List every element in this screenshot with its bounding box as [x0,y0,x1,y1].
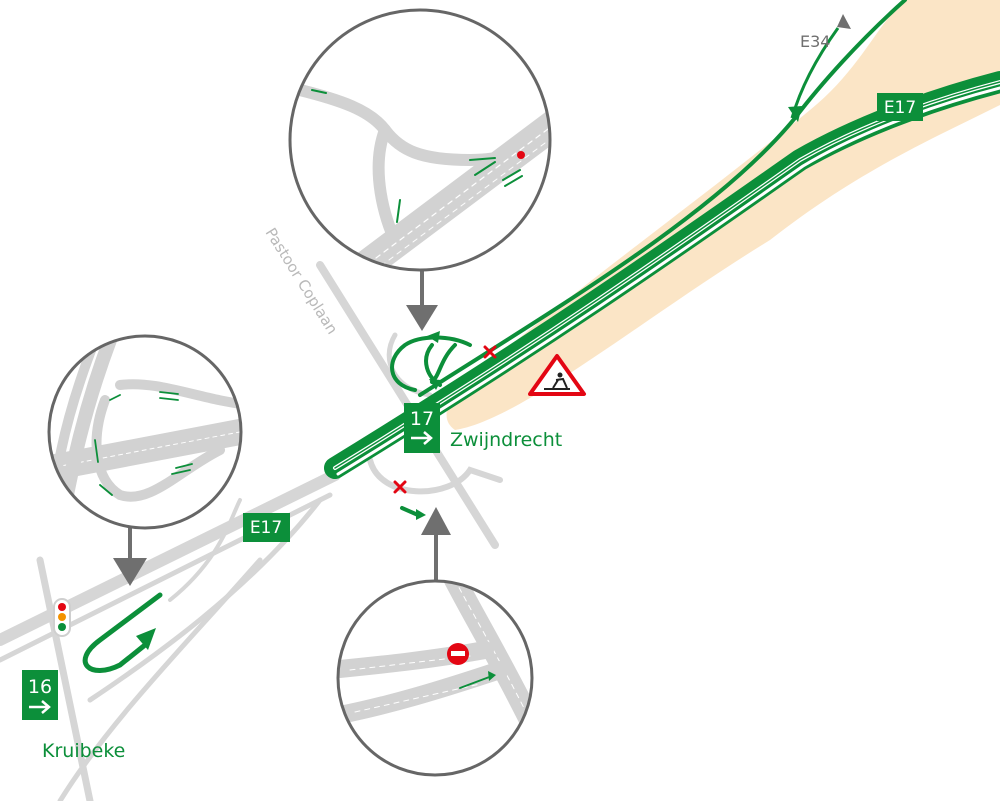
e34-ramp-arrowhead [788,106,802,122]
detour-arrowhead [429,379,441,390]
no-entry-icon [517,151,525,159]
red-x-closed-icon [483,345,497,359]
callout-arrow-left [113,528,147,586]
exit17-sign: 17 [404,403,440,453]
callout-arrow-top [406,268,438,331]
detail-circle-left [47,334,243,530]
e34-label: E34 [800,32,830,51]
detour-arrowhead [427,331,440,343]
svg-text:E17: E17 [250,518,282,538]
exit16-name: Kruibeke [42,740,125,762]
detail-circle-top [288,8,552,272]
roadworks-warning-icon [528,354,586,396]
svg-text:17: 17 [410,408,434,430]
svg-text:16: 16 [28,676,52,698]
no-entry-icon [447,643,469,665]
exit16-arrowhead [136,628,156,650]
detour-arrowhead [416,509,426,520]
e17-highlighted-route [324,0,1000,479]
detail-circle-bottom [336,579,534,777]
e17-shield-mid: E17 [243,513,290,542]
callout-arrow-bottom [421,507,451,580]
e34-direction-arrow [837,14,851,29]
exit17-name: Zwijndrecht [450,429,562,451]
e17-shield-top: E17 [877,93,923,121]
svg-text:E17: E17 [884,98,916,118]
exit16-sign: 16 [22,670,58,720]
red-x-closed-icon [393,480,407,494]
exit16-detour [82,592,163,673]
traffic-light-icon [53,598,71,637]
